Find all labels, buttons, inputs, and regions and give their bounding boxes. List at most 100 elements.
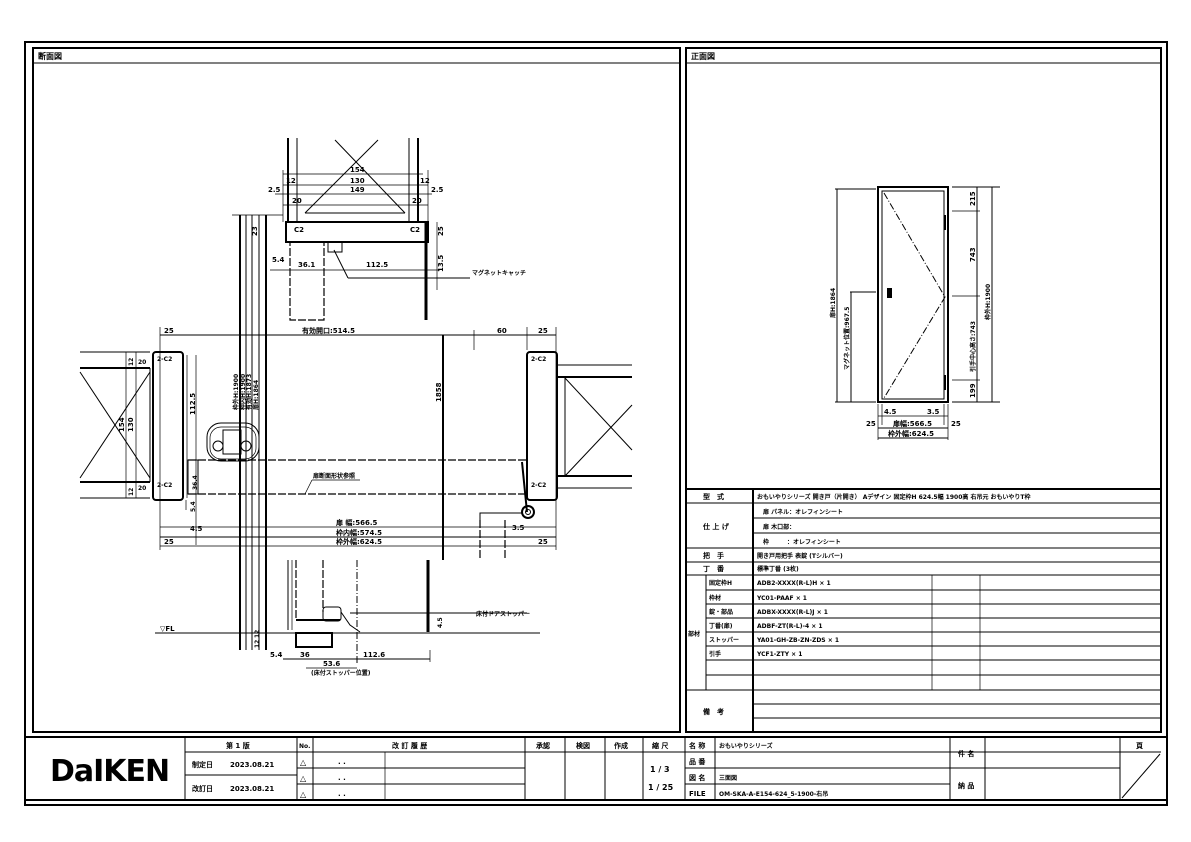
dim-13-5: 13.5 bbox=[437, 255, 445, 272]
drawing-line bbox=[304, 139, 379, 214]
drawing-name-label: 図 名 bbox=[689, 773, 705, 782]
drawing-line bbox=[479, 512, 522, 520]
handle-value: 開き戸用把手 表錠 (Tシルバー) bbox=[757, 552, 843, 560]
part-value: ADBX-XXXX(R-L)J × 1 bbox=[757, 609, 828, 616]
drawing-line bbox=[285, 221, 429, 243]
drawing-line bbox=[206, 422, 260, 462]
project-label: 件 名 bbox=[958, 749, 974, 758]
dim-25-top-right: 25 bbox=[538, 327, 548, 335]
front-dim-3-5: 3.5 bbox=[927, 408, 940, 416]
dim-149: 149 bbox=[350, 186, 365, 194]
create-label: 作成 bbox=[614, 741, 628, 750]
front-view-title: 正面図 bbox=[691, 52, 715, 61]
drawing-line bbox=[564, 404, 633, 477]
drawing-line bbox=[521, 505, 535, 519]
revised-date: 2023.08.21 bbox=[230, 785, 274, 793]
dim-1858: 1858 bbox=[435, 382, 443, 402]
dim-154: 154 bbox=[350, 166, 365, 174]
front-door-height: 扉H:1864 bbox=[829, 288, 837, 319]
frame-outer-height: 枠外H:1900 bbox=[232, 374, 240, 410]
title-block-text: DaIKEN 第 1 版 制定日 2023.08.21 改訂日 2023.08.… bbox=[50, 741, 1143, 799]
parts-label: 部材 bbox=[688, 630, 700, 638]
front-frame-height: 枠外H:1900 bbox=[984, 284, 992, 320]
stopper-position-note: (床付ストッパー位置) bbox=[311, 669, 371, 677]
drawing-line bbox=[304, 479, 313, 495]
effective-opening: 有効開口:514.5 bbox=[302, 326, 355, 335]
wall-dim-20b: 20 bbox=[138, 485, 146, 492]
drawing-line bbox=[187, 459, 199, 495]
front-dimensions: 215 743 引手中心高さ:743 199 枠外H:1900 扉H:1864 … bbox=[829, 191, 992, 438]
drawing-line bbox=[152, 351, 184, 501]
drawing-line bbox=[685, 47, 1162, 733]
established-date: 2023.08.21 bbox=[230, 761, 274, 769]
floor-level-label: ▽FL bbox=[160, 625, 175, 633]
part-value: YCF1-ZTY × 1 bbox=[756, 651, 802, 658]
name-label: 名 称 bbox=[689, 741, 705, 750]
sheet-frame bbox=[24, 41, 1168, 806]
finish-label: 仕 上 げ bbox=[702, 522, 730, 531]
dim-20-left: 20 bbox=[292, 197, 302, 205]
dim-25-head: 25 bbox=[437, 226, 445, 236]
wall-dim-154: 154 bbox=[118, 417, 126, 432]
floor-dim-12a: 12 bbox=[254, 630, 261, 638]
dim-36-4: 36.4 bbox=[192, 475, 199, 490]
dim-3-5: 3.5 bbox=[512, 524, 525, 532]
drawing-name-value: 三面図 bbox=[719, 774, 737, 782]
dim-112-5-head: 112.5 bbox=[366, 261, 388, 269]
dim-23: 23 bbox=[251, 226, 259, 236]
drawing-line bbox=[887, 288, 892, 298]
part-value: ADB2-XXXX(R-L)H × 1 bbox=[757, 580, 831, 587]
file-label: FILE bbox=[689, 790, 706, 798]
floor-dim-12b: 12 bbox=[254, 640, 261, 648]
drawing-line bbox=[79, 371, 151, 479]
edition: 第 1 版 bbox=[226, 741, 250, 750]
title-block bbox=[25, 736, 1167, 801]
revision-symbol-2: △ bbox=[300, 774, 307, 783]
revision-symbol-1: △ bbox=[300, 758, 307, 767]
dim-112-5-side: 112.5 bbox=[189, 393, 197, 415]
hinge-value: 標準丁番 (3枚) bbox=[757, 565, 799, 573]
spec-table bbox=[686, 488, 1161, 732]
drawing-line bbox=[526, 351, 558, 501]
front-door-width: 扉幅:566.5 bbox=[892, 419, 932, 428]
front-frame-width: 枠外幅:624.5 bbox=[888, 429, 934, 438]
dim-20-right: 20 bbox=[412, 197, 422, 205]
floor-dim-5-4: 5.4 bbox=[270, 651, 283, 659]
revised-label: 改訂日 bbox=[192, 784, 213, 793]
drawing-line bbox=[521, 461, 528, 513]
drawing-line bbox=[222, 429, 242, 455]
section-drawing bbox=[79, 138, 633, 669]
approve-label: 承認 bbox=[536, 741, 550, 750]
model-label: 型 式 bbox=[703, 492, 724, 501]
name-value: おもいやりシリーズ bbox=[719, 742, 773, 750]
drawing-line bbox=[24, 41, 1168, 806]
part-value: ADBF-ZT(R-L)-4 × 1 bbox=[757, 623, 823, 630]
drawing-line bbox=[209, 426, 257, 460]
drawing-line bbox=[883, 192, 946, 399]
scale-1: 1 / 3 bbox=[650, 765, 670, 774]
dim-60: 60 bbox=[497, 327, 507, 335]
drawing-line bbox=[333, 249, 349, 279]
dim-2-5-right: 2.5 bbox=[431, 186, 444, 194]
drawing-line bbox=[327, 241, 343, 253]
front-magnet-height: マグネット位置:967.5 bbox=[843, 307, 851, 370]
drawing-line bbox=[334, 139, 406, 214]
handle-label: 把 手 bbox=[703, 551, 724, 560]
revision-symbol-3: △ bbox=[300, 790, 307, 799]
revision-dots-3: . . bbox=[338, 790, 346, 798]
frame-inner-height: 枠内H:1900 bbox=[239, 374, 247, 410]
chamfer-label-3: 2-C2 bbox=[531, 356, 546, 363]
revision-dots-2: . . bbox=[338, 774, 346, 782]
drawing-line bbox=[240, 440, 252, 452]
dim-25-top-left: 25 bbox=[164, 327, 174, 335]
revision-history-label: 改 訂 履 歴 bbox=[392, 741, 427, 750]
drawing-line bbox=[289, 241, 325, 321]
page-label: 頁 bbox=[1136, 742, 1143, 750]
part-name: 引手 bbox=[709, 650, 721, 658]
established-label: 制定日 bbox=[192, 760, 213, 769]
door-width: 扉 幅:566.5 bbox=[335, 518, 378, 527]
wall-dim-12a: 12 bbox=[128, 358, 135, 366]
front-dim-199: 199 bbox=[969, 383, 977, 398]
no-label: No. bbox=[299, 743, 310, 750]
part-name: ストッパー bbox=[709, 636, 739, 644]
